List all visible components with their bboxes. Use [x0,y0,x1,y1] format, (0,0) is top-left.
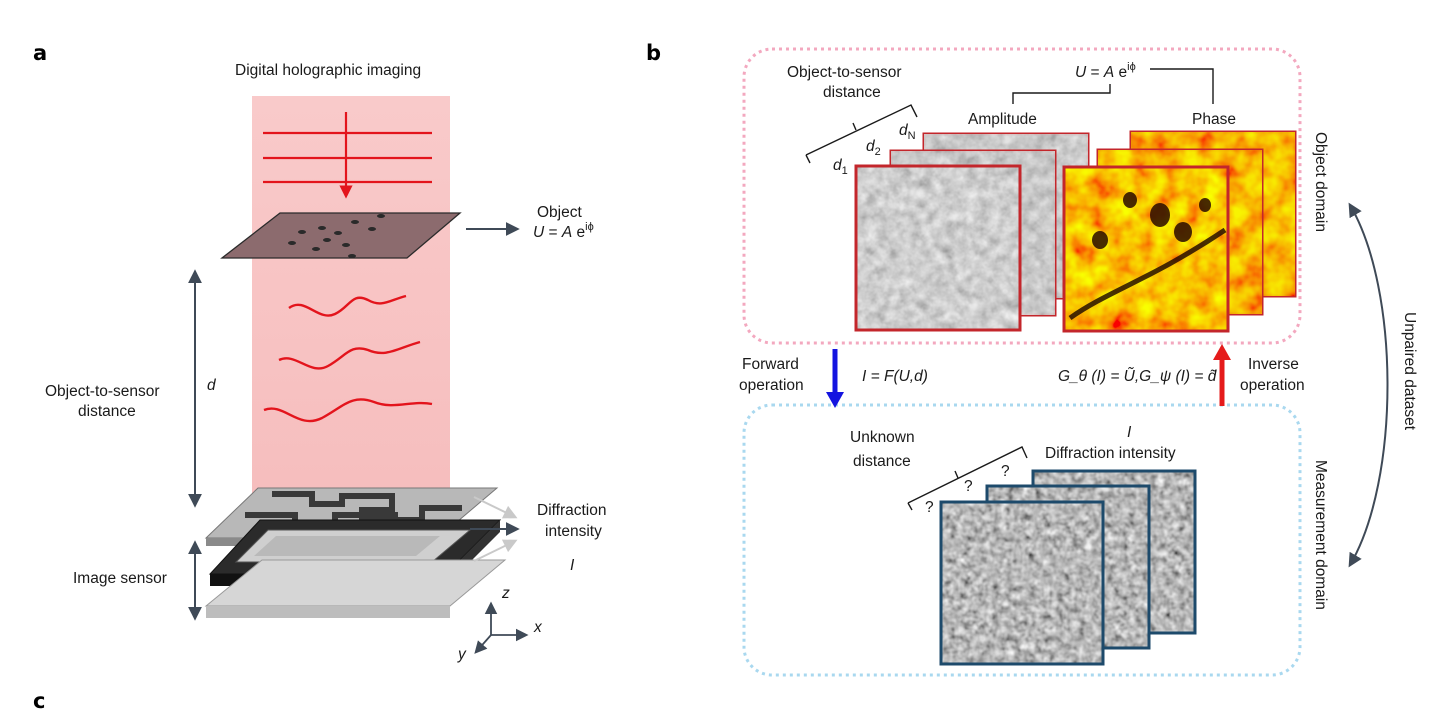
inverse-label-line1: Inverse [1248,356,1299,373]
diffraction-label-line2: intensity [545,523,602,540]
d2-label: d2 [866,138,881,158]
b-field-equation: U = A eiϕ [1075,61,1136,81]
amplitude-label: Amplitude [968,111,1037,128]
object-equation: U = A eiϕ [533,221,594,241]
phase-label: Phase [1192,111,1236,128]
unknown-bracket-end [907,502,913,511]
distance-label-line2: distance [78,403,136,420]
b-diffraction-label: Diffraction intensity [1045,445,1176,462]
axis-z-label: z [501,585,510,602]
distance-label-line1: Object-to-sensor [45,383,160,400]
diffraction-image-stack [939,469,1197,666]
question-1: ? [925,499,934,516]
intensity-symbol: I [570,557,575,574]
d1-label: d1 [833,157,848,177]
bracket-tick [852,122,857,131]
object-label: Object [537,204,582,221]
panel-label-b: b [646,41,661,65]
distance-bracket [805,104,918,156]
inverse-label-line2: operation [1240,377,1305,394]
phase-image-stack [1062,130,1297,333]
inverse-arrowhead [1213,344,1231,360]
sensor-base [204,559,507,618]
object-plane [220,212,462,259]
forward-arrowhead [826,392,844,408]
forward-label-line1: Forward [742,356,799,373]
forward-equation: I = F(U,d) [862,368,928,385]
measurement-domain-box [742,403,1302,677]
diffraction-label-line1: Diffraction [537,502,607,519]
unknown-bracket-tick [954,470,959,479]
bracket-end [805,154,811,164]
b-intensity-symbol: I [1127,424,1132,441]
unpaired-dataset-label: Unpaired dataset [1401,312,1418,431]
diffraction-arrows [473,496,518,562]
b-distance-label-line1: Object-to-sensor [787,64,902,81]
distance-symbol: d [207,377,217,394]
spherical-wave-icon [263,294,433,423]
amplitude-image-stack [854,132,1090,332]
unknown-label-line1: Unknown [850,429,915,446]
plane-wave-icon [263,112,432,199]
object-domain-label: Object domain [1312,132,1329,232]
phase-connector [1150,68,1214,104]
light-beam [252,96,450,521]
axis-x-label: x [533,619,543,636]
panel-label-a: a [33,41,47,65]
panel-label-c: c [33,689,45,712]
panel-a-title: Digital holographic imaging [235,62,421,79]
measurement-domain-label: Measurement domain [1312,460,1329,610]
inverse-equation: G_θ (I) = Ũ,G_ψ (I) = d̃ [1058,368,1218,385]
dN-label: dN [899,122,916,142]
unknown-distance-bracket [907,446,1028,504]
question-2: ? [964,478,973,495]
unknown-label-line2: distance [853,453,911,470]
amplitude-connector [1012,84,1111,104]
b-distance-label-line2: distance [823,84,881,101]
forward-label-line2: operation [739,377,804,394]
question-3: ? [1001,463,1010,480]
axis-icon [474,601,529,654]
sensor-label: Image sensor [73,570,167,587]
axis-y-label: y [457,646,467,663]
unpaired-curved-arrow [1348,202,1389,568]
